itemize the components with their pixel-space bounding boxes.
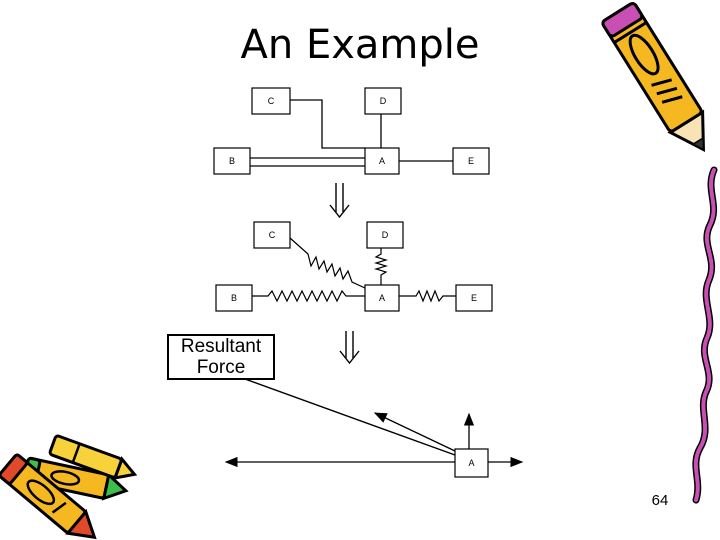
node-c-label: C bbox=[269, 230, 276, 240]
node-a bbox=[454, 448, 489, 478]
node-d bbox=[364, 87, 402, 115]
node-b bbox=[213, 147, 251, 175]
node-c bbox=[253, 221, 291, 249]
spring-b-a bbox=[252, 289, 365, 303]
resultant-label-line1: Resultant bbox=[180, 336, 262, 357]
node-a-label: A bbox=[379, 293, 385, 303]
node-b-label: B bbox=[231, 293, 237, 303]
node-c-label: C bbox=[268, 96, 275, 106]
node-e-label: E bbox=[471, 293, 477, 303]
spring-a-e bbox=[399, 289, 456, 303]
link-c-a bbox=[290, 99, 365, 149]
pencil-icon bbox=[601, 2, 706, 153]
page-number: 64 bbox=[651, 492, 669, 509]
resultant-label-line2: Force bbox=[196, 357, 246, 378]
node-a-label: A bbox=[468, 458, 474, 468]
crayons-icon bbox=[0, 434, 138, 540]
node-d-label: D bbox=[382, 230, 389, 240]
node-b bbox=[215, 284, 253, 312]
spring-d-a bbox=[373, 248, 389, 286]
node-e bbox=[452, 147, 490, 175]
node-c bbox=[251, 87, 291, 115]
node-a-label: A bbox=[379, 156, 385, 166]
node-b-label: B bbox=[229, 156, 235, 166]
double-down-arrow-icon bbox=[329, 183, 350, 219]
node-e-label: E bbox=[468, 156, 474, 166]
diagram-middle: C D B A E bbox=[215, 221, 493, 312]
resultant-force-label: Resultant Force bbox=[167, 334, 275, 380]
diagram-top: C D B A E bbox=[213, 87, 490, 175]
node-a bbox=[364, 147, 400, 175]
double-down-arrow-icon bbox=[339, 331, 360, 365]
node-e bbox=[455, 284, 493, 312]
force-vector-c bbox=[373, 412, 456, 452]
node-d-label: D bbox=[380, 96, 387, 106]
page-title: An Example bbox=[240, 22, 480, 68]
node-d bbox=[366, 221, 404, 249]
node-a bbox=[364, 284, 400, 312]
spring-c-a bbox=[289, 237, 366, 289]
